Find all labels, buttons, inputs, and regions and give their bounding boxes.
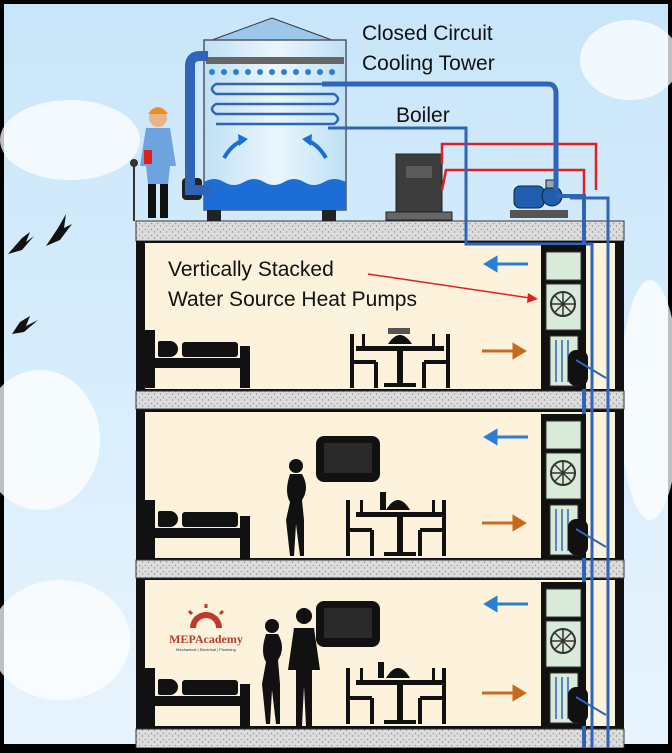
tv-floor-2: [316, 436, 380, 482]
boiler: [385, 153, 453, 221]
birds: [8, 214, 72, 334]
dining-set-floor-2: [346, 492, 446, 556]
bed-floor-2: [145, 500, 250, 558]
boiler-piping: [440, 142, 598, 196]
floor-slab-3: [135, 390, 625, 410]
boiler-label: Boiler: [396, 104, 450, 127]
woman-silhouette-floor-2: [286, 459, 306, 556]
tv-floor-1: [316, 601, 380, 647]
logo-name: MEPAcademy: [169, 632, 243, 646]
clouds: [0, 20, 672, 700]
woman-silhouette-floor-1: [262, 619, 282, 724]
floor-slab-1: [135, 728, 625, 749]
heat-pump-floor-1: [541, 582, 607, 726]
floor-slab-2: [135, 559, 625, 579]
bed-floor-3: [145, 330, 250, 388]
dining-set-floor-1: [346, 662, 446, 724]
cooling-tower-label-line-1: Closed Circuit: [362, 22, 493, 45]
bird-2: [46, 214, 72, 246]
mep-academy-logo-emblem: [187, 604, 225, 628]
tower-leg-right: [322, 210, 336, 221]
bird-1: [8, 232, 34, 254]
spray-drops: [209, 69, 335, 75]
heat-pump-label-line-2: Water Source Heat Pumps: [168, 288, 417, 311]
roof-slab: [135, 220, 625, 242]
heat-exchange-coil: [210, 82, 340, 126]
return-air-arrows: [482, 342, 527, 702]
tower-leg-left: [207, 210, 221, 221]
man-silhouette-floor-1: [288, 608, 320, 726]
dining-set-floor-3: [350, 328, 450, 388]
bed-floor-1: [145, 668, 250, 726]
engineer: [130, 107, 176, 221]
basin-water: [204, 179, 346, 210]
label-pointer: [367, 273, 538, 303]
cooling-tower-label-line-2: Cooling Tower: [362, 52, 495, 75]
circulation-pump: [510, 179, 568, 218]
bird-3: [12, 316, 38, 334]
condenser-piping: [185, 51, 610, 748]
drift-eliminator: [206, 57, 344, 64]
supply-air-arrows: [483, 255, 528, 613]
heat-pump-floor-3: [541, 245, 607, 389]
heat-pump-label-line-1: Vertically Stacked: [168, 258, 334, 281]
mep-academy-logo: MEPAcademy Mechanical | Electrical | Plu…: [168, 610, 244, 652]
logo-tagline: Mechanical | Electrical | Plumbing: [176, 647, 236, 652]
heat-pump-floor-2: [541, 414, 607, 558]
